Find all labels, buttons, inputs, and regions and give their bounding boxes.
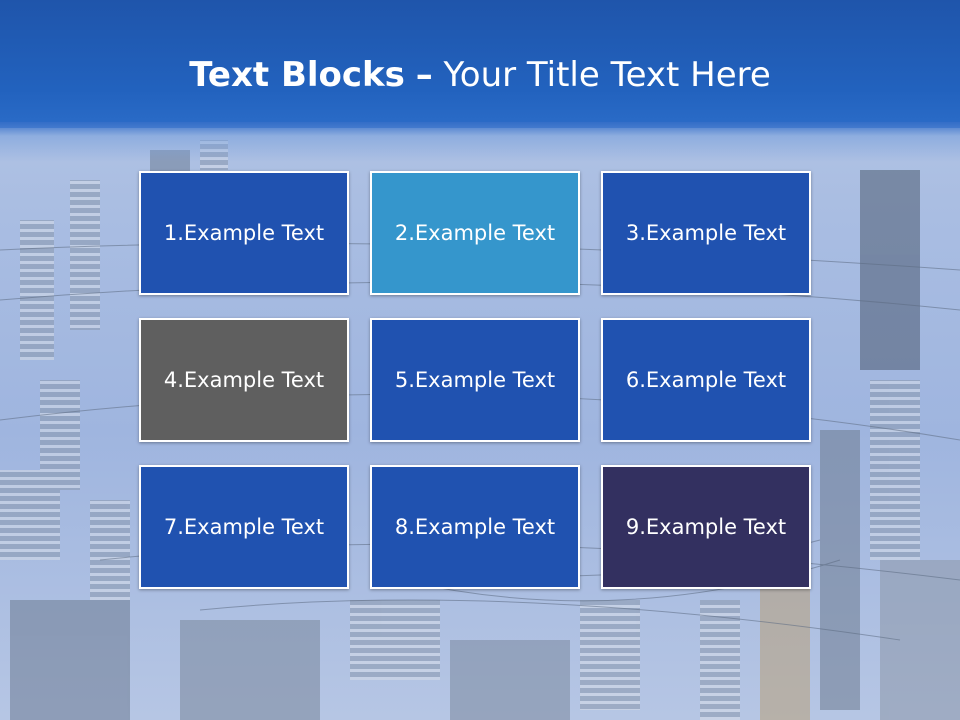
title-rest: Your Title Text Here [443,55,771,95]
text-block-5[interactable]: 5.Example Text [370,318,580,442]
text-block-label: 7.Example Text [163,515,325,539]
title-bar-fade [0,122,960,162]
text-block-label: 4.Example Text [163,368,325,392]
text-block-3[interactable]: 3.Example Text [601,171,811,295]
text-block-2[interactable]: 2.Example Text [370,171,580,295]
text-block-9[interactable]: 9.Example Text [601,465,811,589]
text-block-7[interactable]: 7.Example Text [139,465,349,589]
text-block-label: 8.Example Text [394,515,556,539]
text-block-1[interactable]: 1.Example Text [139,171,349,295]
text-block-4[interactable]: 4.Example Text [139,318,349,442]
title-bold-part: Text Blocks [189,55,405,95]
text-block-label: 1.Example Text [163,221,325,245]
text-block-label: 9.Example Text [625,515,787,539]
text-block-label: 5.Example Text [394,368,556,392]
text-block-label: 3.Example Text [625,221,787,245]
title-dash: – [415,55,433,95]
text-block-8[interactable]: 8.Example Text [370,465,580,589]
slide-title: Text Blocks – Your Title Text Here [0,52,960,98]
text-block-label: 6.Example Text [625,368,787,392]
text-block-6[interactable]: 6.Example Text [601,318,811,442]
title-bar [0,0,960,128]
text-block-label: 2.Example Text [394,221,556,245]
